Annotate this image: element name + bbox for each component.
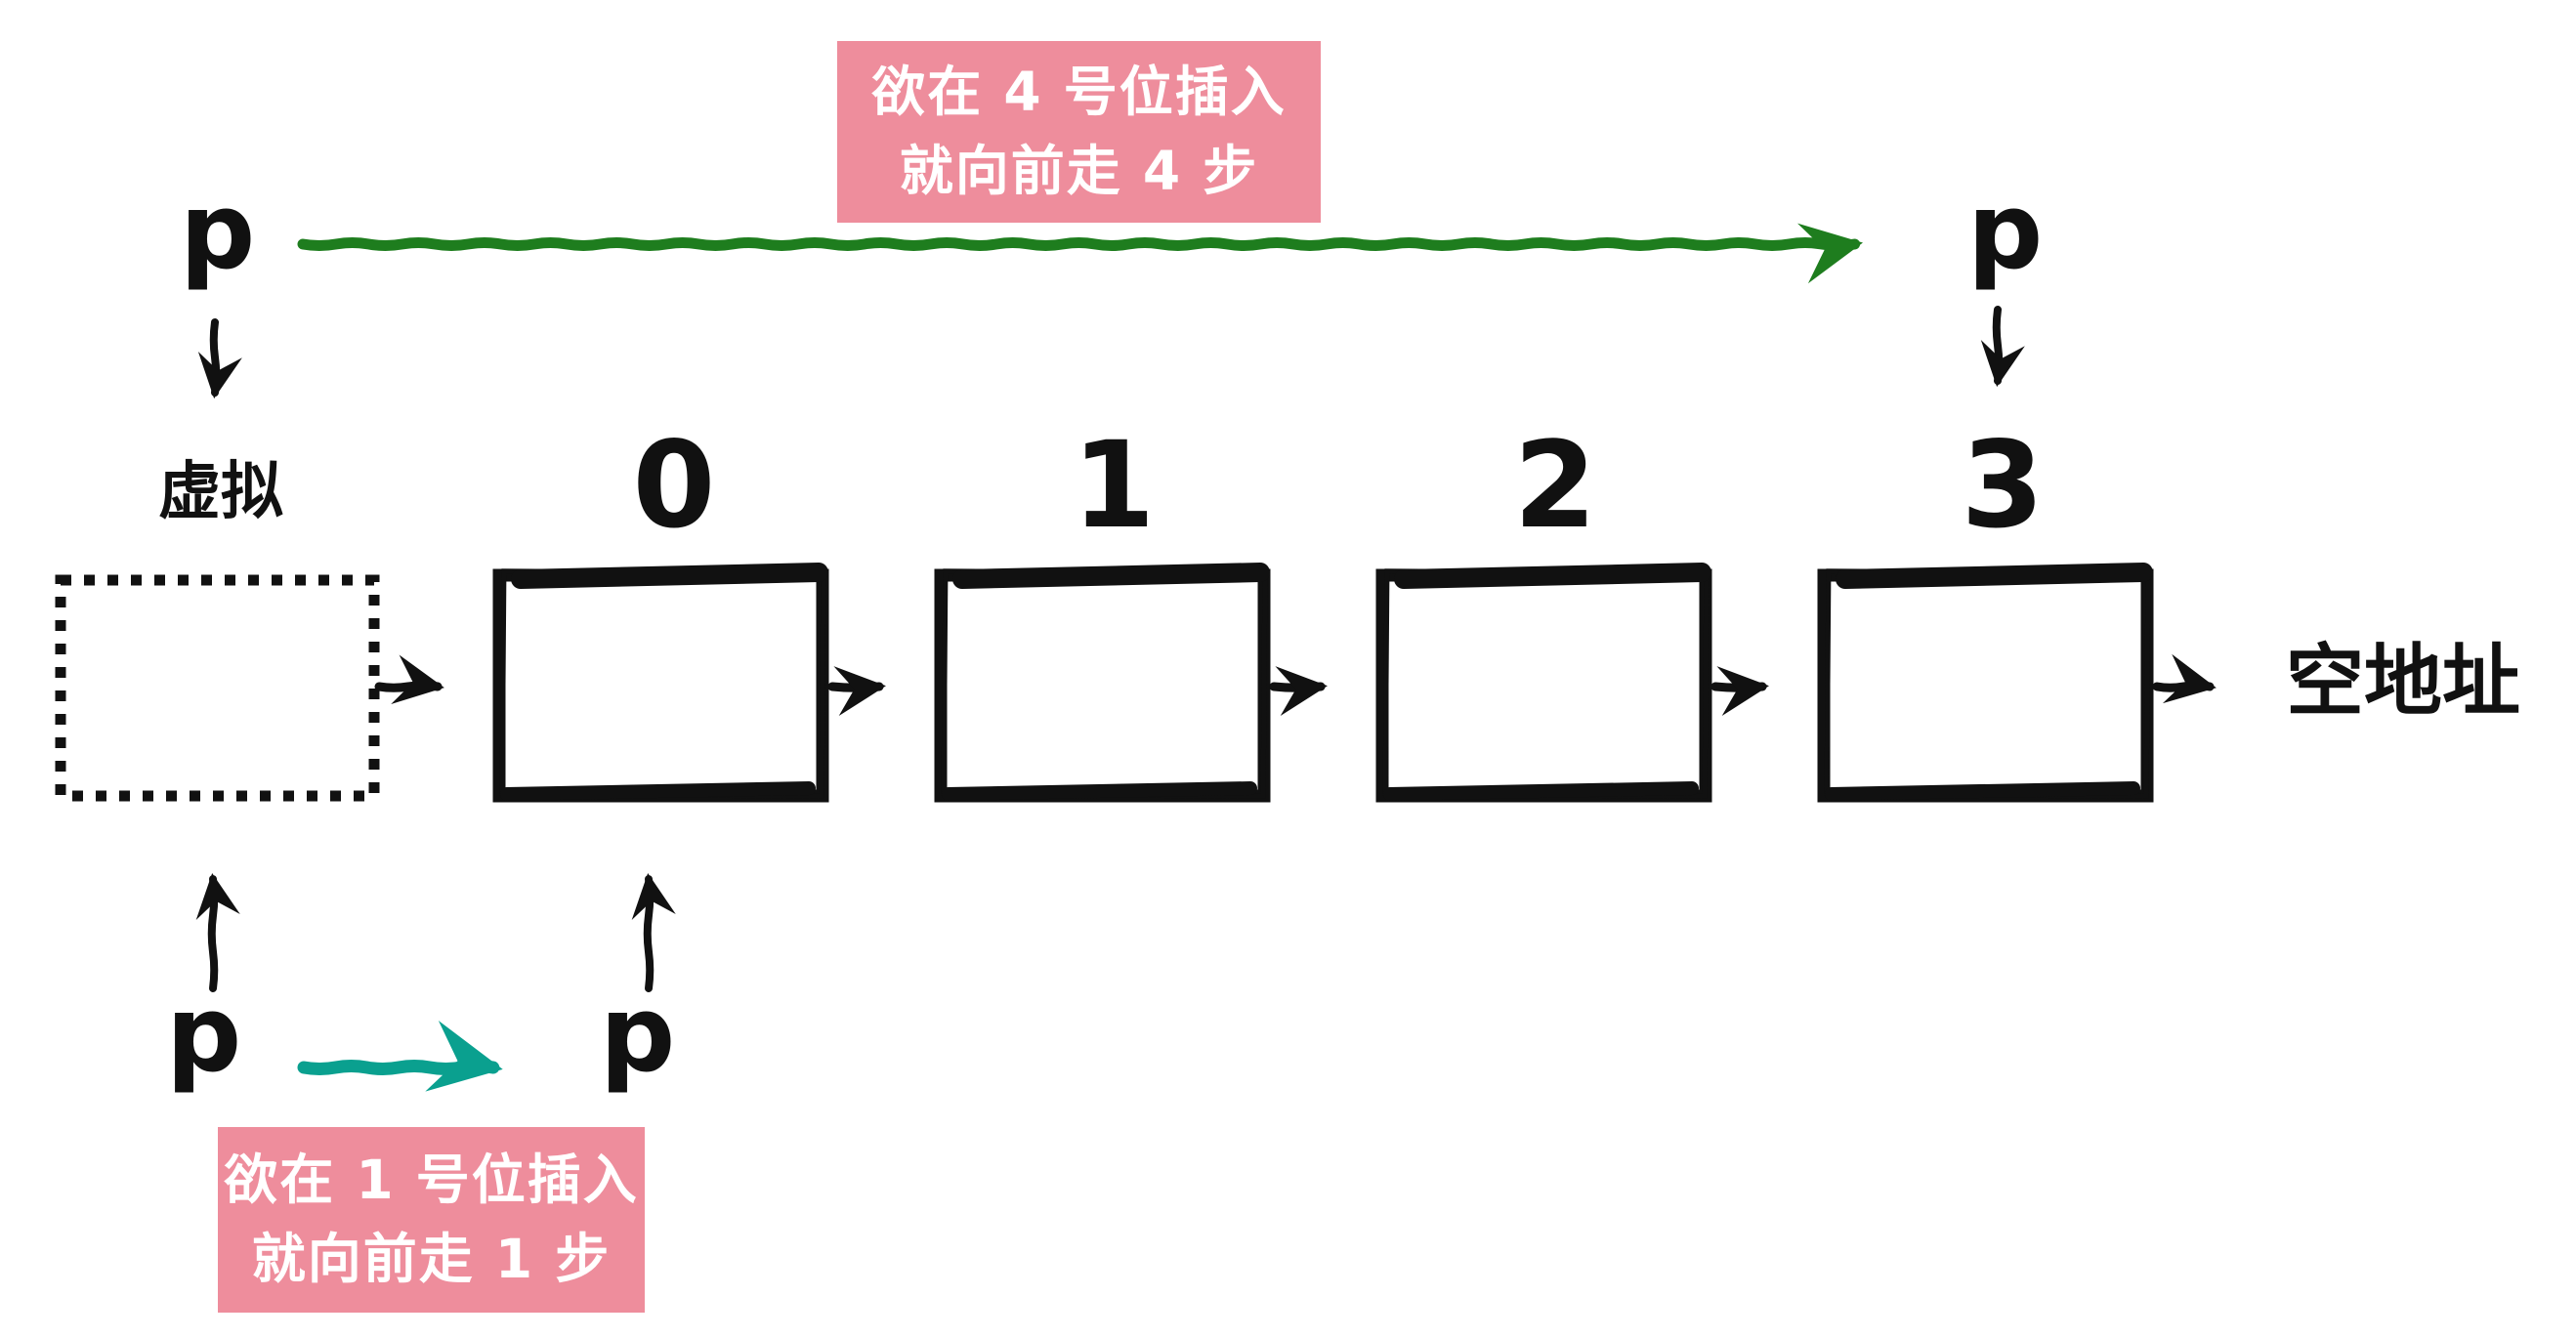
node-box-1 [934, 563, 1271, 803]
dummy-node-label: 虚拟 [158, 456, 283, 528]
dummy-node-box [55, 574, 380, 802]
pointer-p-after-walk-top: p [1967, 171, 2044, 293]
annotation-insert-position-1: 欲在 1 号位插入 就向前走 1 步 [218, 1127, 645, 1313]
node-index-label-3: 3 [1961, 416, 2045, 555]
next-pointer-arrow-2 [1269, 666, 1328, 717]
node-index-label-0: 0 [632, 416, 716, 555]
pointer-down-arrow-right [1980, 306, 2025, 388]
walk-4-steps-arrow [297, 223, 1863, 284]
pointer-p-before-walk-top: p [180, 171, 256, 293]
next-pointer-arrow-1 [827, 666, 886, 717]
next-pointer-arrow-3 [1710, 666, 1769, 717]
annotation-insert-position-1-line2: 就向前走 1 步 [251, 1228, 612, 1290]
next-pointer-arrow-0 [374, 654, 444, 704]
node-index-label-2: 2 [1513, 416, 1597, 555]
pointer-down-arrow-left [197, 318, 242, 399]
annotation-insert-position-4: 欲在 4 号位插入 就向前走 4 步 [837, 41, 1321, 223]
next-pointer-arrow-null [2152, 653, 2217, 704]
pointer-p-after-walk-bottom: p [600, 974, 676, 1096]
pointer-p-before-walk-bottom: p [166, 974, 242, 1096]
annotation-insert-position-1-line1: 欲在 1 号位插入 [224, 1149, 639, 1212]
walk-1-step-arrow [297, 1021, 503, 1092]
node-box-0 [492, 563, 829, 803]
null-address-label: 空地址 [2286, 636, 2520, 727]
annotation-insert-position-4-line1: 欲在 4 号位插入 [871, 61, 1287, 124]
pointer-up-arrow-node0 [631, 872, 676, 992]
node-index-label-1: 1 [1072, 416, 1156, 555]
node-box-3 [1817, 563, 2154, 803]
pointer-up-arrow-dummy [195, 872, 240, 992]
annotation-insert-position-4-line2: 就向前走 4 步 [899, 140, 1259, 202]
node-box-2 [1375, 563, 1712, 803]
